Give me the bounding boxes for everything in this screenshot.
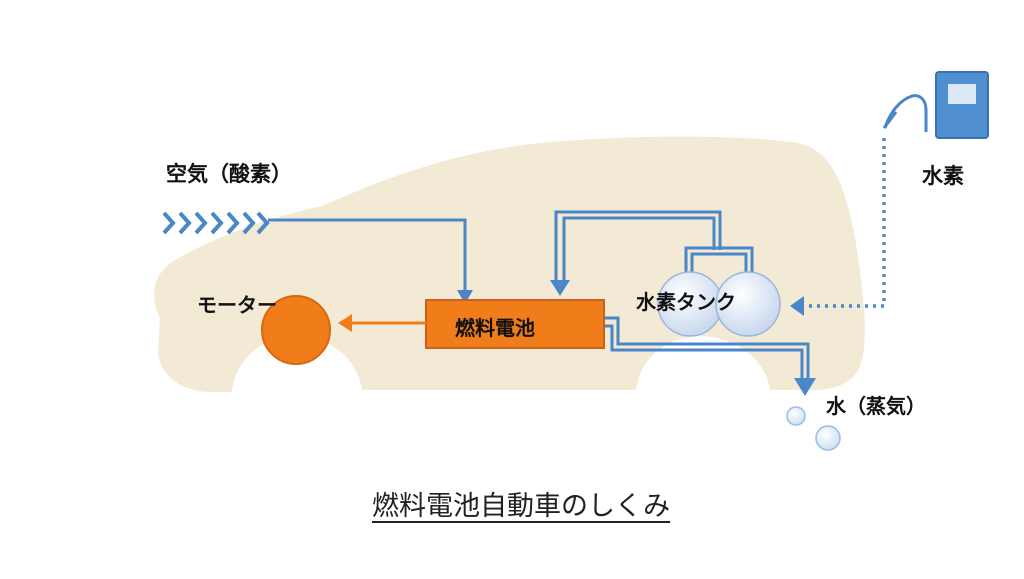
air-flow-line: [268, 218, 467, 300]
hydrogen-fill-arrowhead: [790, 296, 804, 316]
hydrogen-station-icon: [882, 71, 989, 139]
chevron-arrows-icon: [162, 211, 270, 235]
hydrogen-tank-right: [715, 271, 781, 337]
hydrogen-label: 水素: [922, 164, 964, 188]
hydrogen-supply-arrowhead: [550, 280, 570, 296]
hydrogen-tank-label: 水素タンク: [636, 290, 736, 314]
motor-circle: [261, 295, 331, 365]
power-flow-arrowhead: [338, 314, 352, 332]
water-exhaust-arrowhead: [794, 378, 816, 396]
tank-manifold: [684, 246, 754, 276]
hydrogen-supply-line-outer: [554, 210, 722, 284]
hydrogen-supply-line-inner: [562, 216, 716, 284]
water-exhaust-line-outer: [604, 316, 810, 380]
air-oxygen-label: 空気（酸素）: [166, 162, 292, 186]
water-bubble-large: [815, 425, 841, 451]
air-flow-arrowhead: [457, 290, 473, 304]
motor-label: モーター: [197, 293, 277, 317]
diagram-caption: 燃料電池自動車のしくみ: [372, 491, 671, 522]
water-steam-label: 水（蒸気）: [826, 394, 926, 418]
fuel-cell-label: 燃料電池: [455, 316, 535, 340]
water-exhaust-line-inner: [604, 324, 804, 380]
water-bubble-small: [786, 406, 806, 426]
hydrogen-fill-dotted-line: [808, 138, 886, 308]
fuel-cell-box: [425, 299, 605, 349]
